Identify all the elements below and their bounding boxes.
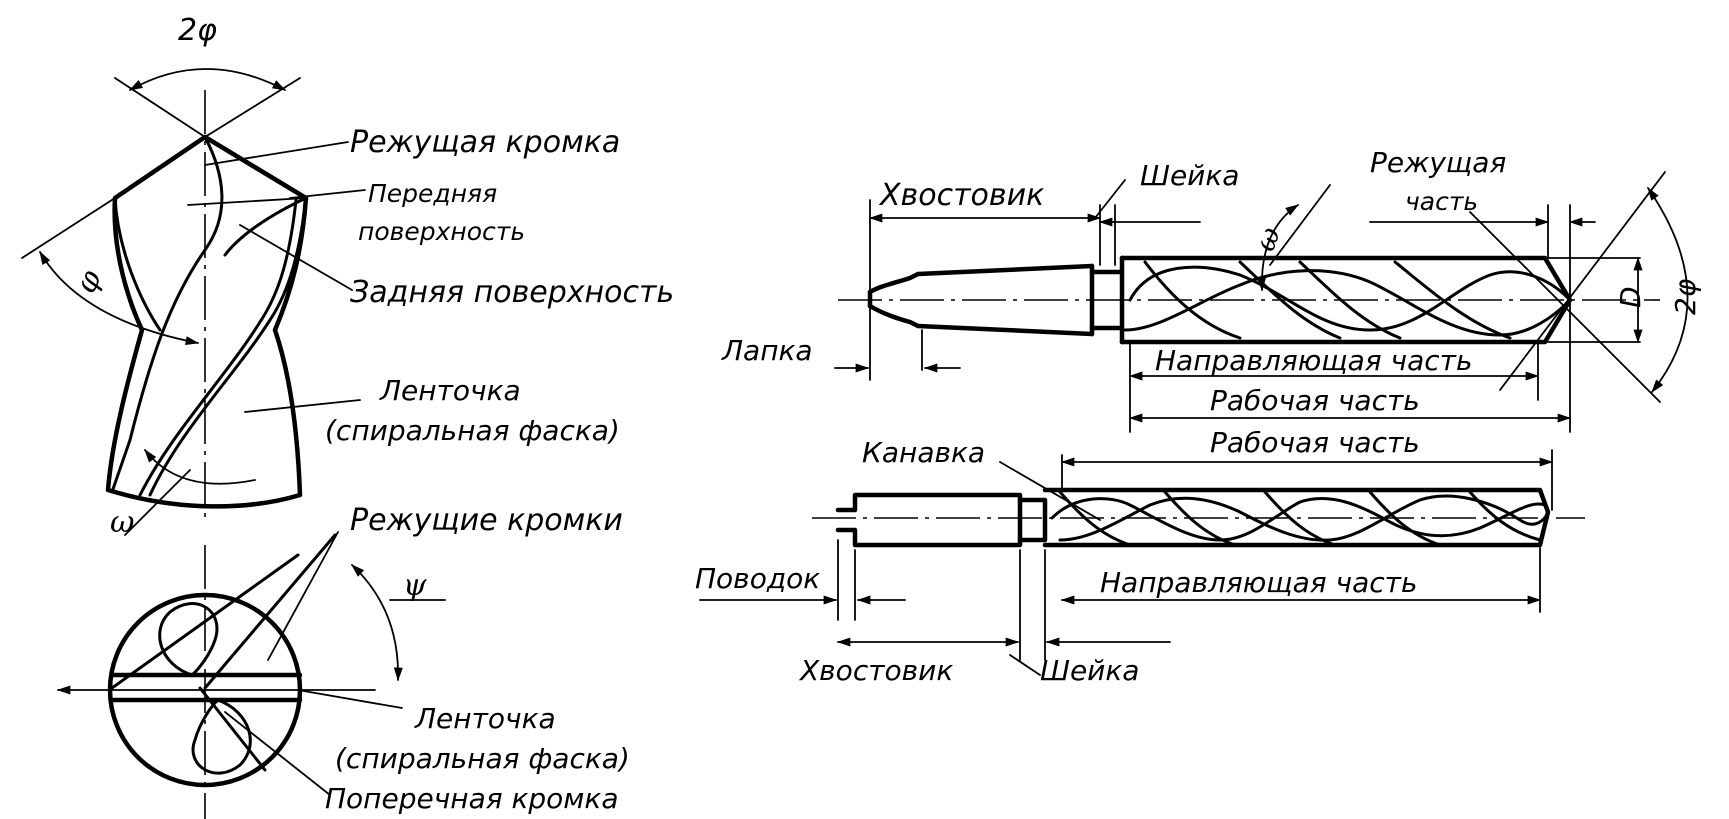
straight-shank-outline [835,492,1023,548]
taper-helix-1 [1128,265,1570,332]
end-view-drill [56,531,446,796]
leader-neck-straight [1009,654,1041,676]
label-cutting-part-2: часть [1405,187,1478,216]
label-neck-straight: Шейка [1040,654,1139,687]
straight-helix-6 [1368,490,1442,547]
helix-line-2 [148,196,308,497]
label-cutting-edge: Режущая кромка [350,125,620,160]
leader-neck [1094,179,1126,219]
phi-extension-line [21,197,116,259]
omega-arc-taper [1257,204,1299,292]
shank-bottom-edge [915,323,1095,337]
label-shank-taper: Хвостовик [878,178,1044,213]
tip-angle-line-right [204,77,301,138]
tang-top [867,271,921,295]
taper-helix-4 [1298,260,1402,340]
label-cutting-edges: Режущие кромки [350,503,623,538]
label-shank-straight: Хвостовик [798,654,953,687]
label-phi-side: φ [68,265,109,299]
label-neck-taper: Шейка [1140,159,1239,192]
taper-shank-drill [834,171,1689,433]
taper-helix-5 [1238,260,1342,340]
label-margin-2: (спиральная фаска) [325,414,620,447]
leader-cutting-edges [267,531,339,661]
label-rake-face-2: поверхность [358,217,525,246]
straight-helix-3 [1058,490,1132,547]
straight-helix-4 [1163,490,1237,547]
label-margin-1: Ленточка [379,374,521,407]
ref-line-horizontal [187,197,307,206]
taper-helix-6 [1393,260,1512,340]
label-margin-end-1: Ленточка [414,702,556,735]
leader-flute [999,461,1101,521]
label-2phi-taper: 2φ [1669,278,1702,315]
leader-margin [244,399,361,413]
label-psi: ψ [403,568,427,603]
taper-helix-2 [1123,269,1570,337]
straight-shank-drill [699,449,1585,676]
omega-leader [124,469,191,536]
label-working-part-straight: Рабочая часть [1210,426,1420,459]
phi-angle-arc [39,251,200,346]
cutting-edge-diagonal-1 [110,553,300,690]
label-chisel-edge: Поперечная кромка [325,782,618,815]
tip-angle-line-upper [1469,211,1661,403]
flute-upper [158,602,219,677]
straight-helix-7 [1468,490,1542,542]
leader-margin-end [297,689,403,709]
leader-cutting-edge [204,141,349,166]
tip-angle-arc-right [1647,187,1689,393]
psi-angle-arc [351,564,403,682]
tip-angle-arc [129,68,286,91]
straight-helix-2 [1058,494,1550,542]
cutting-edge-diagonal-2 [203,533,337,690]
straight-helix-1 [1050,497,1547,542]
label-tang: Лапка [721,334,813,367]
taper-helix-3 [1143,260,1242,340]
straight-helix-5 [1263,490,1337,547]
flute-lower [191,698,252,775]
label-margin-end-2: (спиральная фаска) [335,742,630,775]
cutting-edge-line [202,134,309,201]
leader-rake-face [289,189,366,199]
label-flute: Канавка [862,436,985,469]
label-flank-face: Задняя поверхность [350,275,674,310]
leader-chisel-edge [224,711,331,796]
straight-neck-outline [1017,497,1048,543]
label-working-part-taper: Рабочая часть [1210,384,1420,417]
leader-flank-face [239,224,353,291]
label-omega-side: ω [110,505,134,540]
label-guide-part-taper: Направляющая часть [1155,344,1472,377]
tang-bottom [867,303,921,329]
shank-top-edge [915,263,1095,277]
label-driver: Поводок [695,562,820,595]
omega-angle-arc [144,449,256,485]
label-cutting-part-1: Режущая [1370,146,1506,179]
label-2phi-side: 2φ [178,13,217,48]
label-diameter: D [1614,286,1647,308]
tip-angle-line-lower [1499,171,1666,391]
tip-angle-line-left [114,77,206,138]
helix-line-3 [138,198,298,497]
chisel-edge-line [198,686,267,772]
label-rake-face-1: Передняя [368,179,497,208]
label-guide-part-straight: Направляющая часть [1100,566,1417,599]
side-view-drill-tip [21,68,366,819]
drill-tip-outline [105,134,309,509]
rake-face-line [223,196,308,257]
